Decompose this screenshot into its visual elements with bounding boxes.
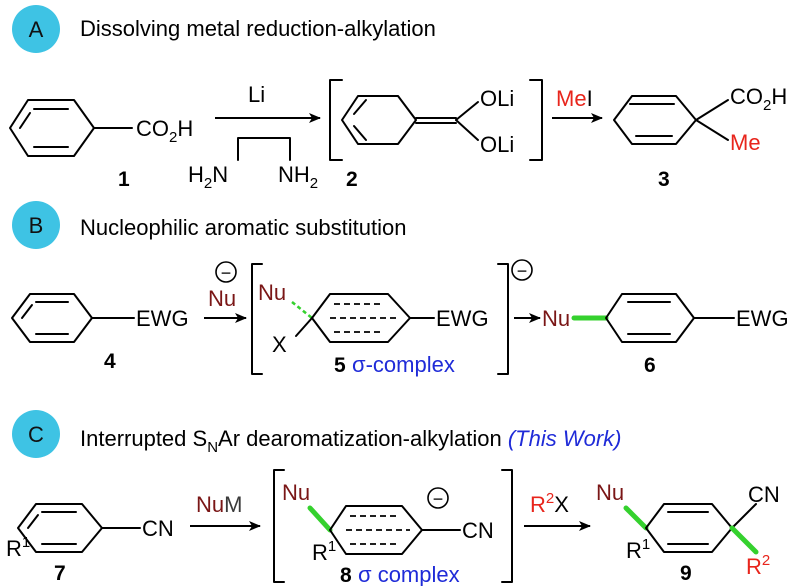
bracket-left-c [273,469,285,583]
compound-1-substituent: CO2H [136,116,193,146]
panel-b: B Nucleophilic aromatic substitution EWG… [11,201,789,377]
reagent-h2n: H2N [188,162,228,192]
compound-8-nu: Nu [282,480,310,505]
compound-5-number: 5 [334,354,346,377]
compound-3-methyl: Me [730,130,761,155]
reagent-mei: MeI [556,86,593,111]
compound-6-number: 6 [644,354,656,377]
compound-3-structure [613,95,729,145]
compound-9-cn: CN [748,482,780,507]
panel-a-title: Dissolving metal reduction-alkylation [80,16,436,41]
compound-2-oli-bottom: OLi [480,132,514,157]
bracket-right-b [497,263,509,375]
compound-2-number: 2 [346,168,358,191]
compound-9-structure [623,503,759,555]
svg-text:−: − [221,263,232,283]
compound-9-r1: R1 [626,536,650,563]
compound-8-label: σ complex [358,562,460,586]
charge-minus-c: − [427,487,449,509]
svg-text:−: − [433,489,444,509]
panel-a-badge-label: A [29,17,44,42]
reagent-nh2: NH2 [278,162,318,192]
panel-b-title: Nucleophilic aromatic substitution [80,215,407,240]
compound-5-ewg: EWG [436,306,489,331]
reagent-nu: Nu [208,286,236,311]
compound-7-r1: R1 [6,534,30,561]
reagent-nucleophile-charge: − [215,261,237,283]
compound-4-number: 4 [104,350,116,373]
reagent-num: NuM [196,492,242,517]
compound-8-r1: R1 [312,538,336,565]
compound-7-structure [17,503,141,553]
panel-c: C Interrupted SNAr dearomatization-alkyl… [6,410,780,586]
svg-text:−: − [517,261,528,281]
compound-7-cn: CN [142,516,174,541]
panel-a-badge [12,5,60,53]
compound-8-number: 8 [340,564,352,586]
charge-minus-b: − [511,259,533,281]
compound-6-structure [571,293,735,343]
compound-5-structure [291,293,435,343]
compound-9-r2: R2 [746,552,770,579]
reagent-li: Li [248,82,265,107]
compound-8-cn: CN [462,518,494,543]
ethylenediamine-structure [237,137,291,161]
bracket-right-c [501,469,513,583]
compound-4-ewg: EWG [136,306,189,331]
compound-4-structure [11,293,135,343]
compound-6-nu: Nu [542,306,570,331]
compound-7-number: 7 [54,562,66,585]
compound-9-number: 9 [680,562,692,585]
panel-c-badge [12,410,60,458]
compound-5-label: σ-complex [352,352,455,377]
reagent-r2x: R2X [530,490,569,517]
compound-5-x: X [272,332,287,357]
compound-1-number: 1 [118,168,130,191]
compound-2-oli-top: OLi [480,86,514,111]
panel-b-badge [12,201,60,249]
bracket-left-b [251,263,263,375]
bracket-right-a [529,79,543,161]
panel-b-badge-label: B [29,213,44,238]
compound-5-nu: Nu [258,280,286,305]
compound-3-number: 3 [658,168,670,191]
compound-6-ewg: EWG [736,306,789,331]
panel-a: A Dissolving metal reduction-alkylation … [9,5,787,192]
panel-c-badge-label: C [28,422,44,447]
panel-c-title: Interrupted SNAr dearomatization-alkylat… [80,426,622,456]
compound-9-nu: Nu [596,480,624,505]
bracket-left-a [329,79,343,161]
compound-2-structure [341,95,479,145]
compound-1-structure [9,99,133,157]
compound-3-acid: CO2H [730,84,787,114]
compound-8-structure [307,505,461,555]
